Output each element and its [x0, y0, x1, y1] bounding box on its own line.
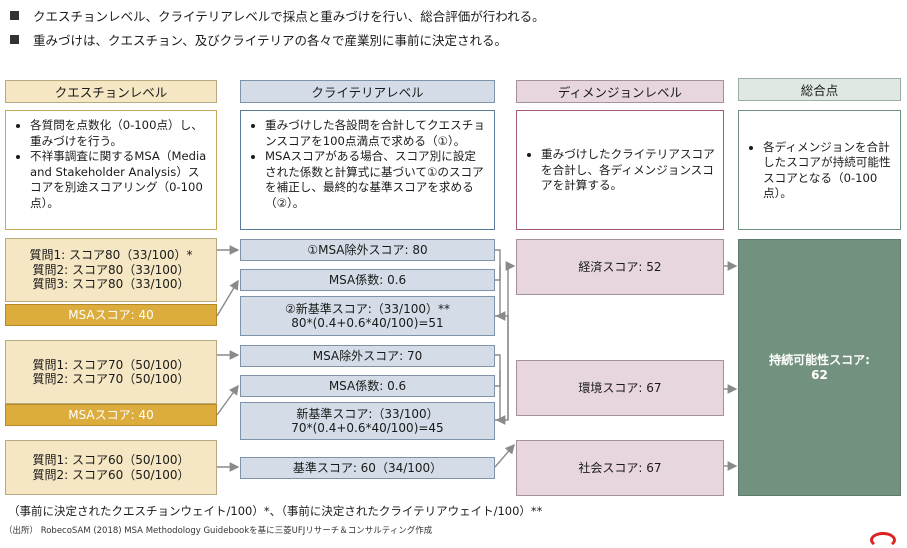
question-line: 質問2: スコア80（33/100） — [32, 262, 190, 277]
header-total: 総合点 — [738, 78, 901, 101]
intro-text-2: 重みづけは、クエスチョン、及びクライテリアの各々で産業別に事前に決定される。 — [33, 33, 508, 48]
source-note: （出所） RobecoSAM (2018) MSA Methodology Gu… — [4, 526, 433, 536]
desc-criteria-item: MSAスコアがある場合、スコア別に設定された係数と計算式に基づいて①のスコアを補… — [265, 149, 486, 211]
criteria-base-score-3: 基準スコア: 60（34/100） — [240, 457, 495, 479]
question-box-2: 質問1: スコア70（50/100） 質問2: スコア70（50/100） — [5, 340, 217, 404]
intro-line-1: クエスチョンレベル、クライテリアレベルで採点と重みづけを行い、総合評価が行われる… — [10, 6, 545, 25]
dimension-economic: 経済スコア: 52 — [516, 239, 724, 295]
question-box-1: 質問1: スコア80（33/100）* 質問2: スコア80（33/100） 質… — [5, 238, 217, 302]
question-line: 質問1: スコア80（33/100）* — [29, 248, 193, 263]
header-question-level: クエスチョンレベル — [5, 80, 217, 103]
desc-dimension-item: 重みづけしたクライテリアスコアを合計し、各ディメンジョンスコアを計算する。 — [541, 147, 715, 194]
header-criteria-level: クライテリアレベル — [240, 80, 495, 103]
question-line: 質問2: スコア60（50/100） — [32, 467, 190, 482]
dimension-social: 社会スコア: 67 — [516, 440, 724, 496]
dimension-environment: 環境スコア: 67 — [516, 360, 724, 416]
question-line: 質問1: スコア60（50/100） — [32, 453, 190, 467]
desc-question-item: 各質問を点数化（0-100点）し、重みづけを行う。 — [30, 118, 208, 149]
criteria-excl-score-2: MSA除外スコア: 70 — [240, 345, 495, 367]
desc-criteria-item: 重みづけした各設問を合計してクエスチョンスコアを100点満点で求める（①）。 — [265, 118, 486, 149]
total-label: 持続可能性スコア: — [769, 353, 870, 367]
criteria-msa-coef-2: MSA係数: 0.6 — [240, 375, 495, 397]
square-bullet-icon — [10, 35, 19, 44]
question-box-3: 質問1: スコア60（50/100） 質問2: スコア60（50/100） — [5, 440, 217, 495]
new-score-formula: 80*(0.4+0.6*40/100)=51 — [291, 316, 444, 330]
criteria-new-score-2: 新基準スコア:（33/100） 70*(0.4+0.6*40/100)=45 — [240, 402, 495, 440]
criteria-msa-coef-1: MSA係数: 0.6 — [240, 269, 495, 291]
desc-question-item: 不祥事調査に関するMSA（Media and Stakeholder Analy… — [30, 149, 208, 211]
question-line: 質問3: スコア80（33/100） — [32, 277, 190, 292]
question-line: 質問2: スコア70（50/100） — [32, 372, 190, 386]
msa-score-box-1: MSAスコア: 40 — [5, 304, 217, 326]
footnote: （事前に決定されたクエスチョンウェイト/100）*、（事前に決定されたクライテリ… — [8, 504, 543, 518]
question-line: 質問1: スコア70（50/100） — [32, 357, 190, 372]
criteria-excl-score-1: ①MSA除外スコア: 80 — [240, 239, 495, 261]
desc-total-item: 各ディメンジョンを合計したスコアが持続可能性スコアとなる（0-100点）。 — [763, 140, 892, 202]
total-value: 62 — [811, 367, 828, 382]
criteria-new-score-1: ②新基準スコア:（33/100）** 80*(0.4+0.6*40/100)=5… — [240, 296, 495, 336]
logo-fragment-icon — [870, 532, 896, 548]
desc-total: 各ディメンジョンを合計したスコアが持続可能性スコアとなる（0-100点）。 — [738, 110, 901, 230]
total-sustainability-score: 持続可能性スコア: 62 — [738, 239, 901, 496]
msa-score-box-2: MSAスコア: 40 — [5, 404, 217, 426]
desc-criteria: 重みづけした各設問を合計してクエスチョンスコアを100点満点で求める（①）。MS… — [240, 110, 495, 230]
desc-dimension: 重みづけしたクライテリアスコアを合計し、各ディメンジョンスコアを計算する。 — [516, 110, 724, 230]
intro-text-1: クエスチョンレベル、クライテリアレベルで採点と重みづけを行い、総合評価が行われる… — [33, 9, 545, 24]
header-dimension-level: ディメンジョンレベル — [516, 80, 724, 103]
new-score-title: ②新基準スコア:（33/100）** — [284, 301, 451, 316]
intro-line-2: 重みづけは、クエスチョン、及びクライテリアの各々で産業別に事前に決定される。 — [10, 30, 507, 49]
square-bullet-icon — [10, 11, 19, 20]
new-score-formula: 70*(0.4+0.6*40/100)=45 — [291, 421, 444, 435]
new-score-title: 新基準スコア:（33/100） — [296, 406, 439, 421]
desc-question: 各質問を点数化（0-100点）し、重みづけを行う。不祥事調査に関するMSA（Me… — [5, 110, 217, 230]
